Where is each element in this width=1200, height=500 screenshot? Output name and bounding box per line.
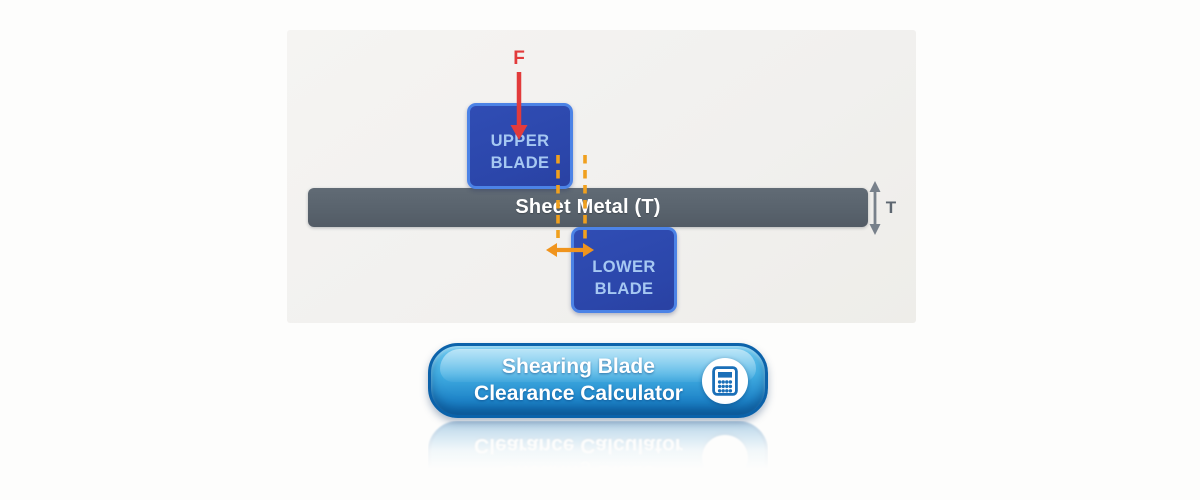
shearing-diagram-panel: Sheet Metal (T) UPPER BLADE LOWER BLADE … xyxy=(287,30,916,323)
upper-blade-label: UPPER BLADE xyxy=(490,132,550,172)
thickness-arrow-icon xyxy=(869,181,881,235)
force-label: F xyxy=(513,48,525,69)
thickness-label: T xyxy=(885,198,897,217)
lower-blade-label: LOWER BLADE xyxy=(592,258,656,298)
calculator-icon xyxy=(702,357,748,404)
sheet-metal-bar: Sheet Metal (T) xyxy=(308,188,868,227)
calculator-button-label-line2: Clearance Calculator xyxy=(474,381,683,405)
sheet-metal-label: Sheet Metal (T) xyxy=(515,196,661,218)
button-reflection: Shearing Blade Clearance Calculator xyxy=(428,421,768,469)
button-reflection-mirror: Shearing Blade Clearance Calculator xyxy=(428,421,768,469)
upper-blade: UPPER BLADE xyxy=(467,103,573,189)
calculator-button-label: Shearing Blade Clearance Calculator xyxy=(431,354,702,407)
calculator-button-label-line1: Shearing Blade xyxy=(502,355,655,379)
clearance-calculator-button[interactable]: Shearing Blade Clearance Calculator xyxy=(428,343,768,418)
button-reflection-icon xyxy=(702,435,748,469)
lower-blade: LOWER BLADE xyxy=(571,227,677,313)
button-reflection-text: Shearing Blade Clearance Calculator xyxy=(474,434,683,470)
